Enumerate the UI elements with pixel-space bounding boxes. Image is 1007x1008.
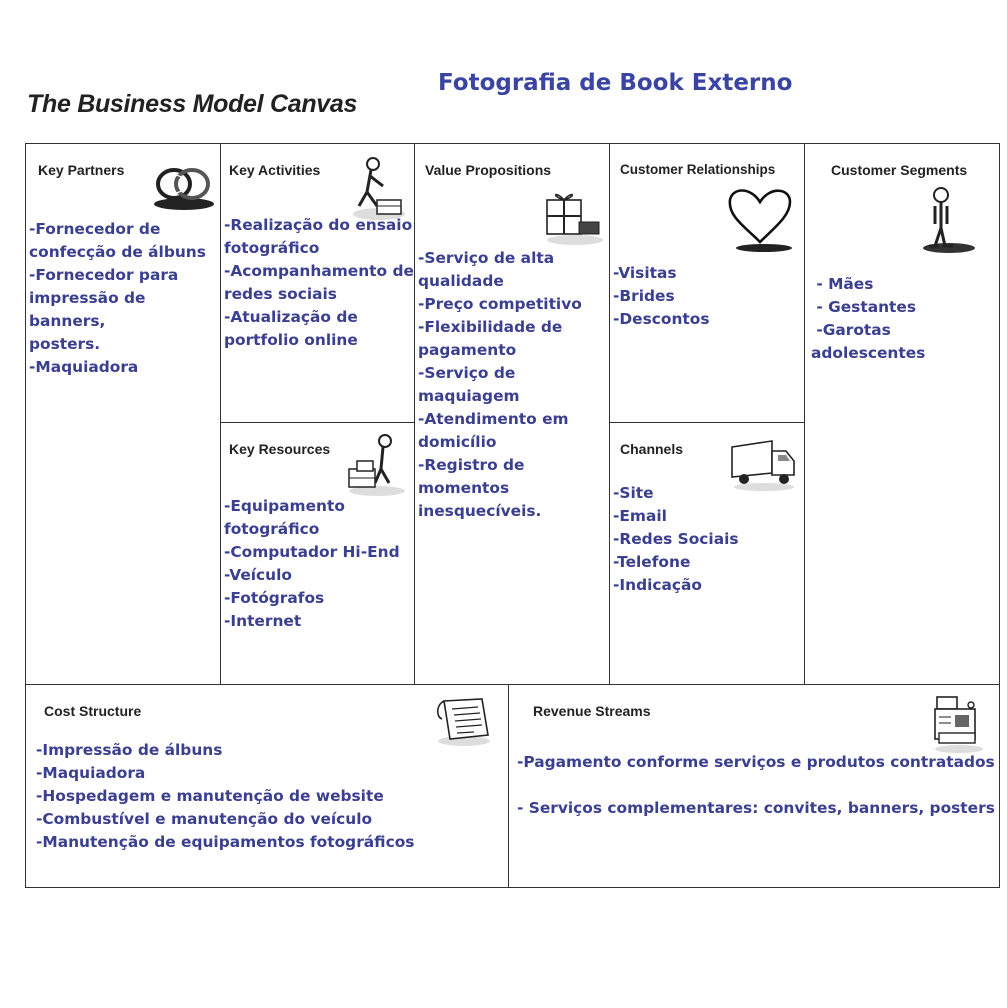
list-item: - Gestantes	[811, 298, 916, 316]
list-item: -Maquiadora	[36, 764, 146, 782]
list-item: -Flexibilidade de pagamento	[418, 318, 563, 359]
list-item: -Email	[613, 507, 667, 525]
linked-rings-icon	[154, 168, 214, 210]
list-item: -Descontos	[613, 310, 710, 328]
list-item: - Serviços complementares: convites, ban…	[517, 799, 995, 817]
block-channels: Channels -Site -Email -Redes Sociais -Te…	[609, 422, 806, 686]
block-key-activities: Key Activities -Realização do ensaio fot…	[220, 143, 416, 424]
item-list: -Fornecedor de confecção de álbuns -Forn…	[29, 218, 221, 379]
block-title: Key Partners	[38, 162, 125, 178]
block-title: Customer Relationships	[620, 162, 776, 177]
item-list: -Realização do ensaio fotográfico -Acomp…	[224, 214, 414, 352]
list-item: -Internet	[224, 612, 302, 630]
block-revenue-streams: Revenue Streams -Pagamento conforme serv…	[508, 684, 1000, 888]
list-item	[517, 774, 995, 797]
item-list: -Impressão de álbuns -Maquiadora -Hosped…	[36, 739, 414, 854]
block-title: Channels	[620, 441, 684, 457]
list-item: -Atualização de portfolio online	[224, 308, 358, 349]
list-item: -Visitas	[613, 264, 677, 282]
list-item: -Impressão de álbuns	[36, 741, 223, 759]
list-item: -Manutenção de equipamentos fotográficos	[36, 833, 415, 851]
standing-person-icon	[923, 187, 975, 253]
block-title: Key Resources	[229, 441, 331, 457]
list-item: -Telefone	[613, 553, 691, 571]
list-item: -Serviço de maquiagem	[418, 364, 521, 405]
item-list: - Mães - Gestantes -Garotas adolescentes	[811, 273, 999, 365]
block-customer-relationships: Customer Relationships -Visitas -Brides …	[609, 143, 806, 424]
list-item: -Hospedagem e manutenção de website	[36, 787, 384, 805]
item-list: -Visitas -Brides -Descontos	[613, 262, 710, 331]
person-working-icon	[353, 157, 405, 220]
list-item: -Combustível e manutenção do veículo	[36, 810, 373, 828]
item-list: -Site -Email -Redes Sociais -Telefone -I…	[613, 482, 739, 597]
project-title: Fotografia de Book Externo	[438, 70, 793, 96]
list-item: -Brides	[613, 287, 675, 305]
person-with-boxes-icon	[348, 434, 405, 496]
list-item: -Atendimento em domicílio	[418, 410, 569, 451]
list-item: -Redes Sociais	[613, 530, 739, 548]
list-item: -Preço competitivo	[418, 295, 582, 313]
item-list: -Serviço de alta qualidade -Preço compet…	[418, 247, 610, 523]
gift-box-icon	[546, 193, 603, 245]
list-item: -Veículo	[224, 566, 292, 584]
block-key-resources: Key Resources -Equipamento fotográfico -…	[220, 422, 416, 686]
list-item: -Maquiadora	[29, 358, 139, 376]
receipt-icon	[436, 698, 490, 746]
list-item: -Garotas adolescentes	[811, 321, 926, 362]
block-customer-segments: Customer Segments - Mães - Gestantes -Ga…	[804, 143, 1000, 686]
list-item: -Fotógrafos	[224, 589, 325, 607]
block-title: Cost Structure	[44, 703, 142, 719]
list-item: -Indicação	[613, 576, 702, 594]
block-title: Value Propositions	[425, 162, 552, 178]
item-list: -Equipamento fotográfico -Computador Hi-…	[224, 495, 400, 633]
list-item: -Fornecedor para impressão de banners, p…	[29, 266, 179, 353]
block-key-partners: Key Partners -Fornecedor de confecção de…	[25, 143, 222, 686]
item-list: -Pagamento conforme serviços e produtos …	[517, 751, 995, 820]
block-title: Key Activities	[229, 162, 321, 178]
list-item: -Pagamento conforme serviços e produtos …	[517, 753, 995, 771]
block-cost-structure: Cost Structure -Impressão de álbuns -Maq…	[25, 684, 510, 888]
block-title: Revenue Streams	[533, 703, 651, 719]
heart-icon	[728, 189, 792, 252]
list-item: -Registro de momentos inesquecíveis.	[418, 456, 542, 520]
list-item: -Fornecedor de confecção de álbuns	[29, 220, 206, 261]
canvas-title: The Business Model Canvas	[27, 90, 358, 118]
list-item: - Mães	[811, 275, 874, 293]
cash-register-icon	[934, 696, 983, 753]
delivery-truck-icon	[731, 440, 795, 491]
list-item: -Acompanhamento de redes sociais	[224, 262, 414, 303]
list-item: -Computador Hi-End	[224, 543, 400, 561]
block-title: Customer Segments	[831, 162, 968, 178]
list-item: -Equipamento fotográfico	[224, 497, 345, 538]
block-value-propositions: Value Propositions -Serviço de alta qual…	[414, 143, 611, 686]
list-item: -Serviço de alta qualidade	[418, 249, 555, 290]
list-item: -Realização do ensaio fotográfico	[224, 216, 413, 257]
list-item: -Site	[613, 484, 654, 502]
